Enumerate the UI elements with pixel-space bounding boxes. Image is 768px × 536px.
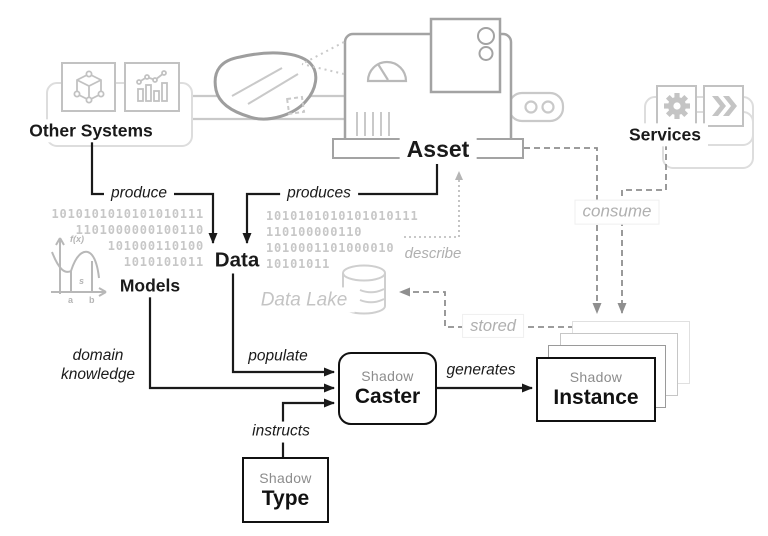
cube-network-icon <box>61 62 116 112</box>
svg-text:f(x): f(x) <box>70 234 84 244</box>
node-shadow-caster: Shadow Caster <box>338 352 437 425</box>
node-label-services: Services <box>621 123 709 147</box>
svg-text:a: a <box>68 295 74 305</box>
machine-grill <box>356 112 390 136</box>
edge-services-consume-line <box>617 144 667 314</box>
edge-label-stored: stored <box>462 313 524 339</box>
binary-decoration-right: 1010101010101010111 110100000110 1010001… <box>266 209 419 271</box>
workpiece-illustration <box>213 51 318 121</box>
gear-icon <box>656 85 697 127</box>
binary-decoration-left: 1010101010101010111 1101000000100110 101… <box>51 207 204 269</box>
fast-forward-icon <box>703 85 744 127</box>
edge-label-produces: produces <box>280 183 358 205</box>
edge-label-consume: consume <box>574 199 660 225</box>
node-label-data-lake: Data Lake <box>253 287 355 313</box>
edge-label-domain-knowledge: domain knowledge <box>53 346 143 386</box>
edge-label-produce: produce <box>103 183 175 205</box>
gauge-icon <box>366 60 408 83</box>
svg-text:b: b <box>89 295 95 305</box>
machine-foot-left <box>332 138 409 159</box>
function-graph-icon: f(x) s a b <box>51 234 107 305</box>
edge-asset-consume-line <box>524 147 602 314</box>
chart-icon <box>124 62 180 112</box>
edge-populate-line <box>231 272 335 377</box>
node-label-data: Data <box>207 246 267 274</box>
edge-label-generates: generates <box>439 360 523 382</box>
svg-text:s: s <box>79 276 84 286</box>
node-shadow-instance: Shadow Instance <box>536 357 656 422</box>
other-systems-container-outline <box>46 82 193 147</box>
scanner-dotted-beam <box>301 41 345 75</box>
edge-describe-line <box>404 171 463 238</box>
node-label-asset: Asset <box>399 133 477 165</box>
edge-domain-knowledge-line <box>148 296 335 393</box>
node-label-models: Models <box>112 274 188 298</box>
node-label-other-systems: Other Systems <box>22 119 160 143</box>
asset-machine-illustration <box>301 17 524 159</box>
edge-label-describe: describe <box>397 243 469 265</box>
edge-label-populate: populate <box>241 346 315 368</box>
edge-label-instructs: instructs <box>245 421 317 443</box>
node-shadow-type: Shadow Type <box>242 457 329 523</box>
machine-foot-right <box>472 138 524 159</box>
